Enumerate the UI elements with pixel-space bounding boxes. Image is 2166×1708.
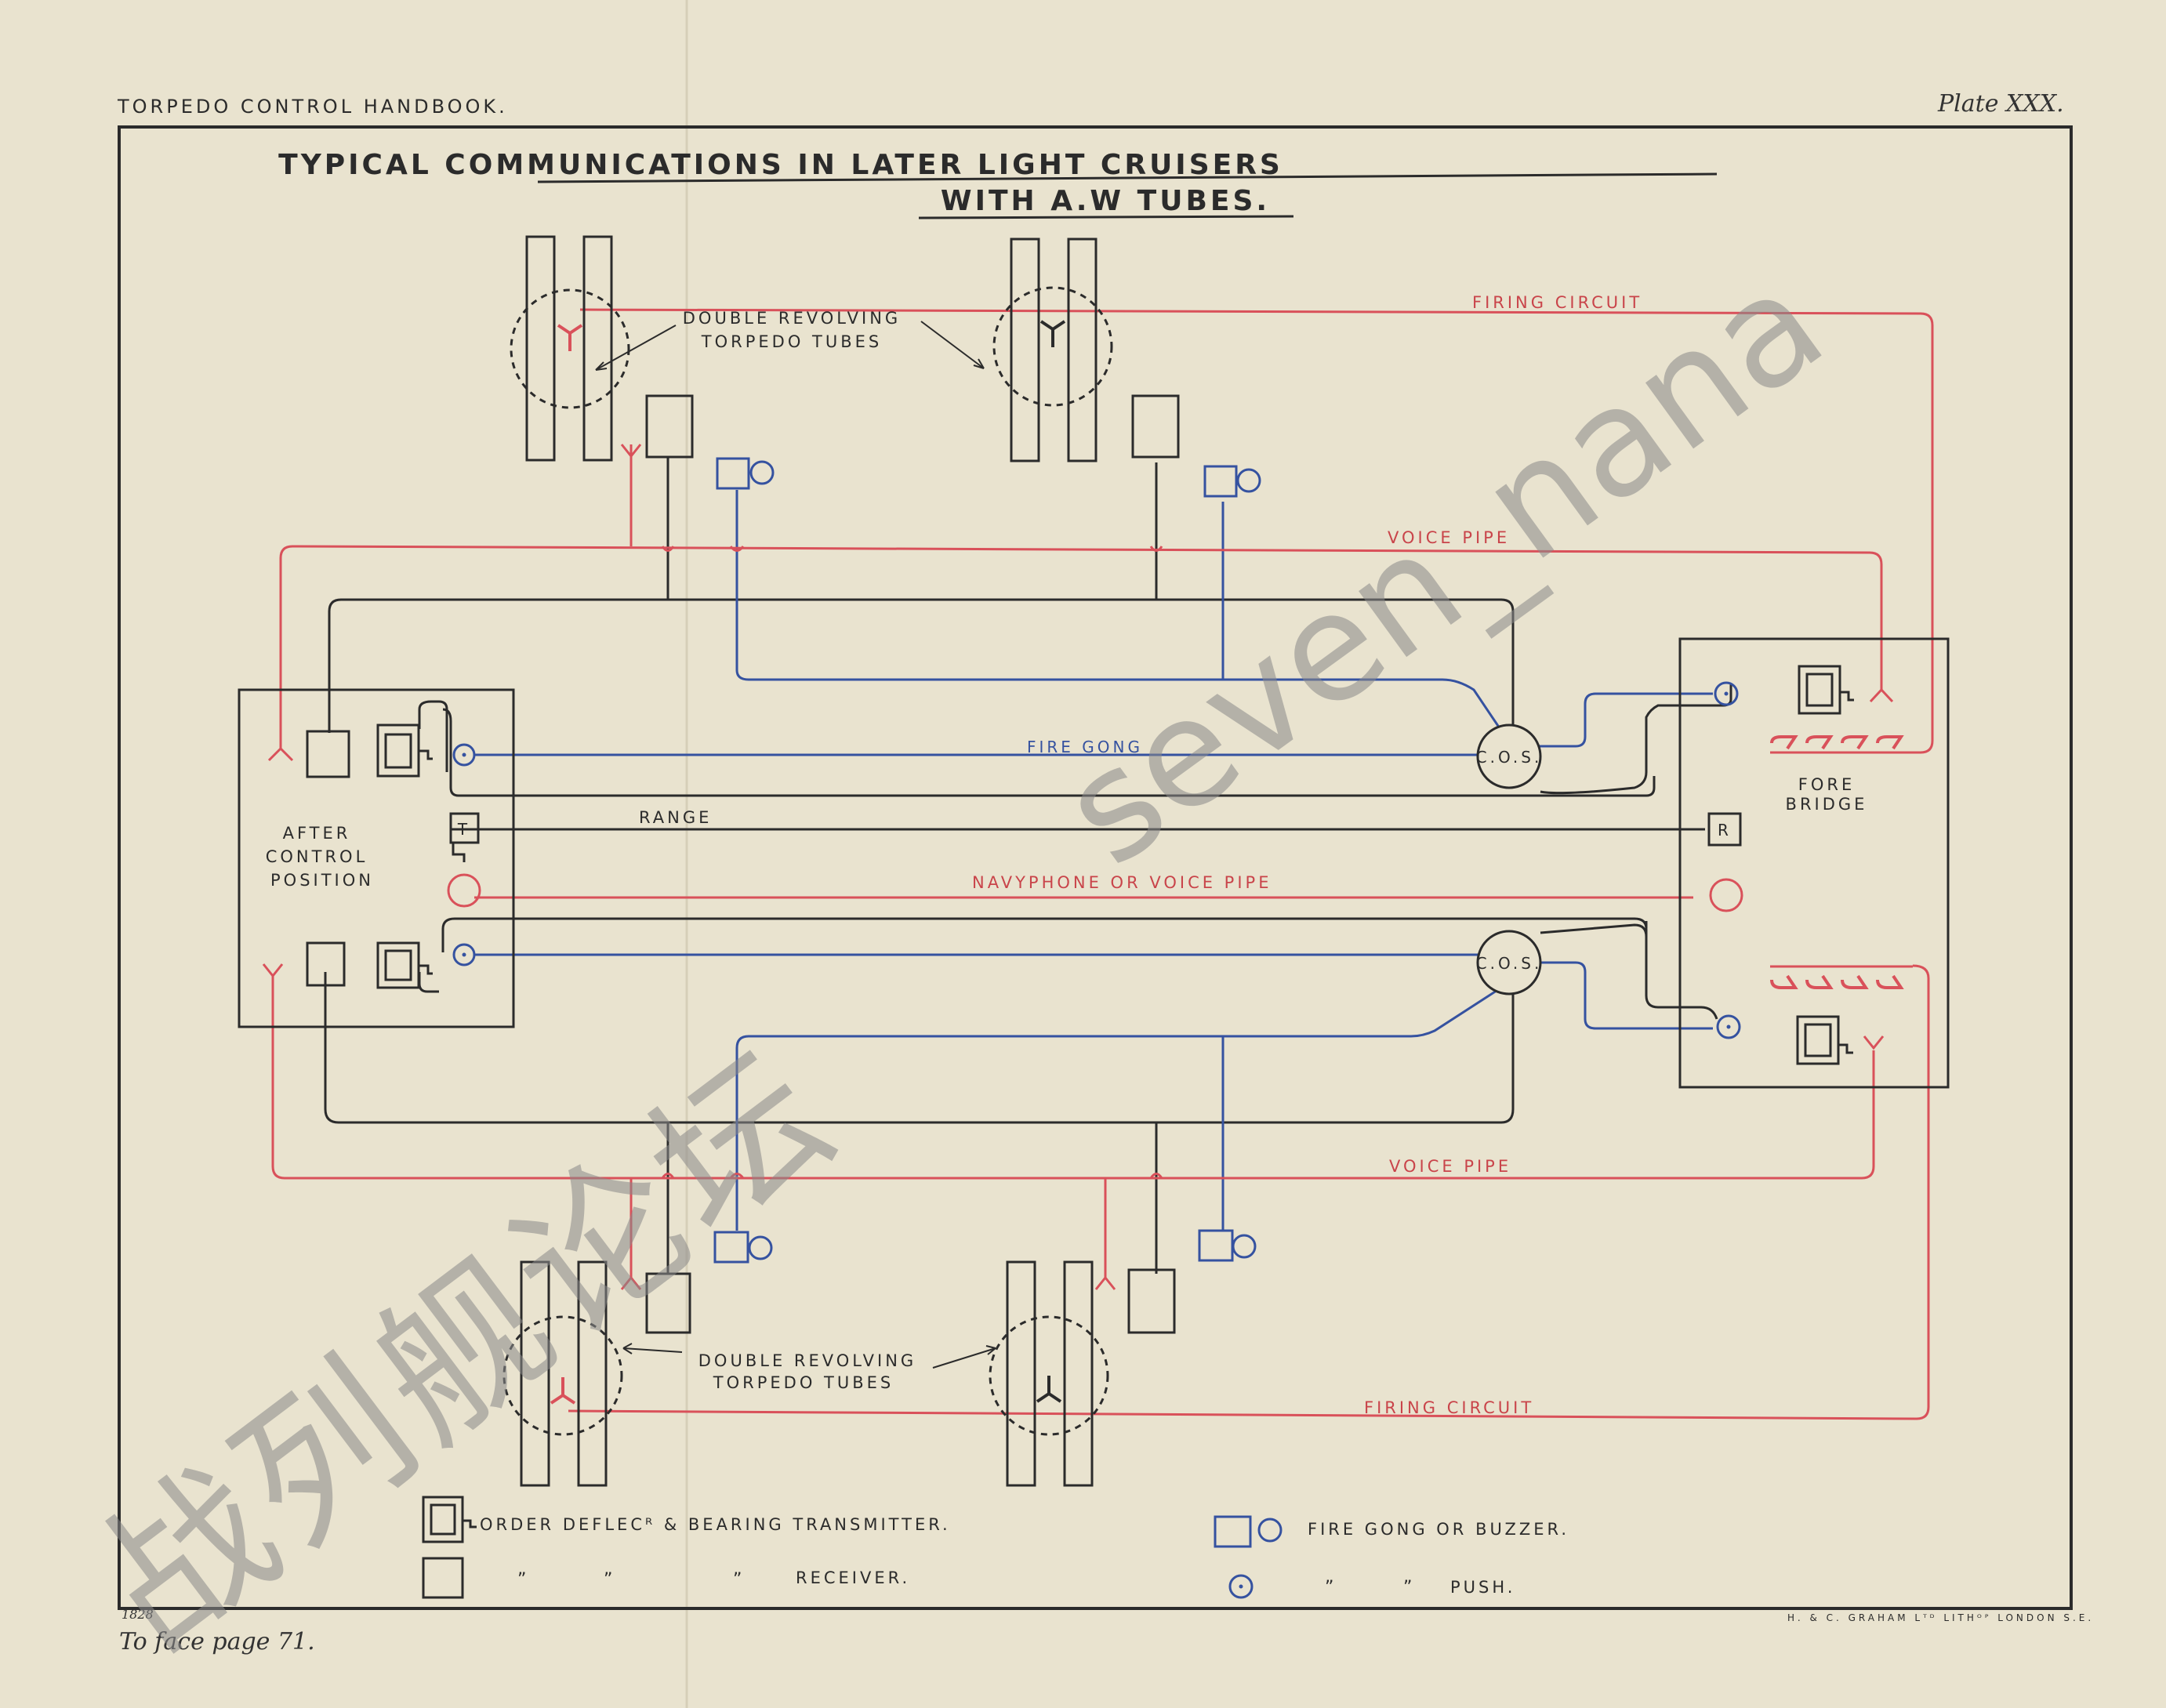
receiver-icon: [306, 941, 346, 987]
legend-fire-gong-icon: [1214, 1515, 1283, 1548]
legend-fire-gong-label: FIRE GONG OR BUZZER.: [1308, 1520, 1569, 1539]
cos-top-label: C.O.S.: [1476, 748, 1543, 767]
after-control-label-2: CONTROL: [266, 847, 368, 866]
fire-gong-icon: [1198, 1229, 1257, 1262]
handbook-title: TORPEDO CONTROL HANDBOOK.: [117, 96, 508, 118]
legend-receiver-icon: [422, 1557, 464, 1599]
legend-ditto: ”: [1325, 1578, 1337, 1597]
transmitter-icon: [1798, 665, 1854, 715]
voice-pipe-mouth-icon: [1869, 687, 1894, 703]
legend-ditto: ”: [517, 1570, 529, 1590]
printer-credit: H. & C. GRAHAM Lᵀᴰ LITHᴼᴾ LONDON S.E.: [1787, 1612, 2094, 1623]
tubes-top-label-2: TORPEDO TUBES: [701, 332, 882, 351]
cos-switch-top: C.O.S.: [1476, 723, 1543, 789]
transmitter-icon: [376, 941, 433, 989]
torpedo-tube-icon: [510, 235, 630, 462]
voice-pipe-mouth-icon: [262, 963, 284, 978]
watermark-cjk: 战列舰论坛: [65, 1013, 869, 1685]
after-control-position-box: [238, 688, 515, 1028]
navyphone-icon: [447, 873, 481, 908]
legend-ditto: ”: [604, 1570, 615, 1590]
legend-ditto: ”: [733, 1570, 745, 1590]
receiver-icon: [645, 394, 694, 459]
fire-gong-wiring: [474, 490, 1713, 1231]
legend-transmitter-icon: [422, 1496, 477, 1543]
receiver-icon: [1127, 1268, 1176, 1334]
transmitter-icon: [1796, 1015, 1853, 1065]
voice-pipe-bottom-label: VOICE PIPE: [1389, 1157, 1511, 1176]
torpedo-tube-icon: [502, 1260, 623, 1487]
tubes-bottom-label-1: DOUBLE REVOLVING: [698, 1351, 916, 1370]
fore-bridge-label-2: BRIDGE: [1786, 795, 1868, 814]
voice-pipe-top-label: VOICE PIPE: [1388, 528, 1510, 547]
range-wiring: [324, 462, 1732, 1274]
cos-switch-bottom: C.O.S.: [1476, 930, 1543, 995]
range-transmitter-box: [449, 812, 480, 844]
title-line-1: TYPICAL COMMUNICATIONS IN LATER LIGHT CR…: [278, 149, 1283, 181]
legend: ORDER DEFLECᴿ & BEARING TRANSMITTER. ” ”…: [422, 1496, 1569, 1599]
navyphone-label: NAVYPHONE OR VOICE PIPE: [972, 873, 1272, 892]
after-control-label-3: POSITION: [270, 871, 374, 890]
voice-pipe-and-firing-wiring: [271, 308, 1934, 1420]
voice-pipe-mouth-icon: [1863, 1035, 1885, 1050]
firing-circuit-bottom-label: FIRING CIRCUIT: [1364, 1398, 1534, 1417]
voice-pipe-mouth-icon: [267, 746, 294, 762]
plate-frame: [118, 125, 2073, 1610]
fore-bridge-label-1: FORE: [1798, 775, 1855, 794]
torpedo-tube-icon: [989, 1260, 1109, 1487]
push-icon: [452, 743, 476, 767]
face-page-note: To face page 71.: [119, 1628, 315, 1655]
tubes-top-label-1: DOUBLE REVOLVING: [683, 309, 901, 328]
voice-pipe-mouth-icon: [620, 444, 642, 459]
receiver-icon: [306, 730, 350, 778]
after-control-label-1: AFTER: [283, 824, 351, 843]
transmitter-icon: [376, 723, 433, 778]
receiver-icon: [1131, 394, 1180, 459]
legend-receiver-label: RECEIVER.: [796, 1568, 910, 1587]
title-line-2: WITH A.W TUBES.: [941, 185, 1270, 217]
legend-transmitter-label: ORDER DEFLECᴿ & BEARING TRANSMITTER.: [480, 1515, 951, 1534]
legend-push-icon: [1228, 1574, 1254, 1599]
tubes-bottom-label-2: TORPEDO TUBES: [713, 1373, 894, 1392]
navyphone-icon: [1709, 878, 1743, 912]
range-receiver-label: R: [1718, 821, 1732, 839]
plate-number-small: 1828: [122, 1607, 154, 1622]
cos-bottom-label: C.O.S.: [1476, 954, 1543, 973]
legend-ditto: ”: [1403, 1578, 1415, 1597]
fire-gong-icon: [716, 457, 775, 490]
range-label: RANGE: [639, 808, 712, 827]
firing-keys-icon: [1770, 735, 1904, 754]
voice-pipe-mouth-icon: [1094, 1275, 1116, 1290]
push-icon: [1714, 681, 1739, 706]
tube-leader-lines: [595, 321, 996, 1369]
firing-keys-icon: [1770, 965, 1913, 989]
legend-push-label: PUSH.: [1450, 1578, 1515, 1597]
range-transmitter-label: T: [457, 820, 470, 839]
voice-pipe-mouth-icon: [620, 1275, 642, 1290]
push-icon: [452, 943, 476, 966]
range-receiver-box: [1707, 812, 1742, 847]
fire-gong-icon: [1203, 465, 1261, 498]
fire-gong-label: FIRE GONG: [1027, 738, 1143, 756]
firing-circuit-top-label: FIRING CIRCUIT: [1472, 293, 1642, 312]
receiver-icon: [645, 1272, 691, 1334]
plate-number: Plate XXX.: [1937, 90, 2064, 118]
fire-gong-icon: [713, 1231, 773, 1264]
fore-bridge-box: [1678, 637, 1950, 1089]
push-icon: [1716, 1014, 1741, 1039]
torpedo-tube-icon: [992, 238, 1113, 462]
